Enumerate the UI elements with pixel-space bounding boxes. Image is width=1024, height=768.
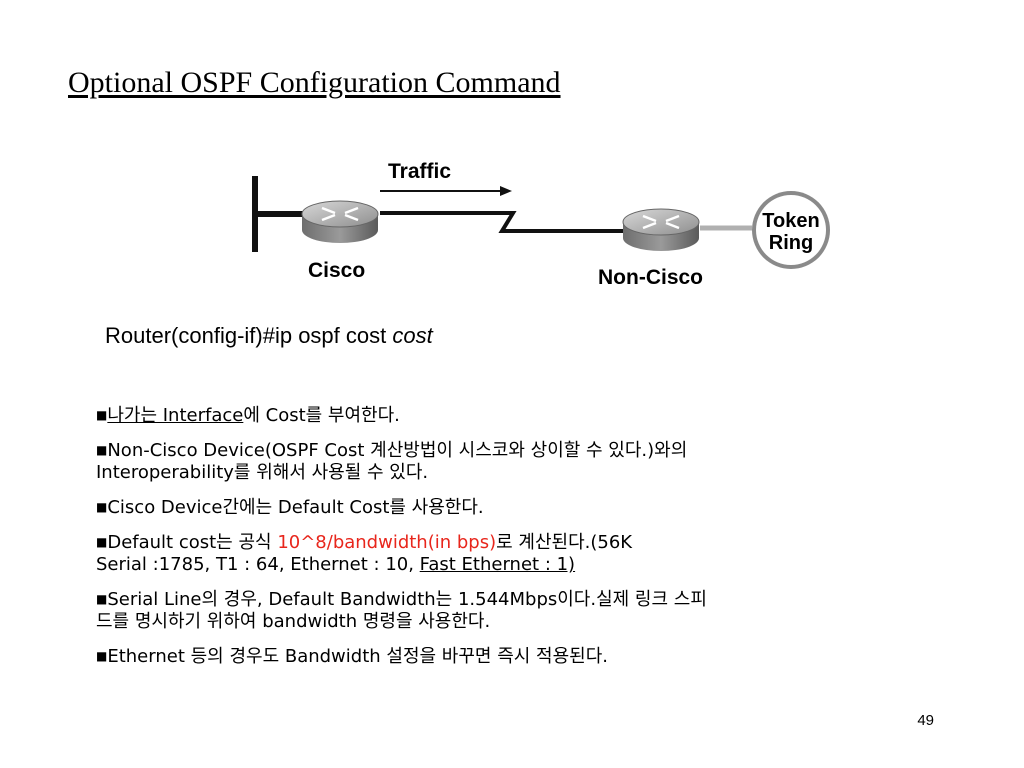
non-cisco-router-icon (622, 208, 700, 251)
bullet-text: Non-Cisco Device(OSPF Cost 계산방법이 시스코와 상이… (107, 440, 688, 461)
token-ring-label-line1: Token (762, 210, 819, 232)
bullet-mark: ■ (96, 592, 108, 606)
ethernet-segment (252, 176, 304, 252)
cisco-router-icon (301, 200, 379, 243)
bullet-mark: ■ (96, 443, 108, 457)
bullet-interoperability: ■Non-Cisco Device(OSPF Cost 계산방법이 시스코와 상… (96, 439, 976, 484)
traffic-arrow-icon (380, 186, 512, 196)
slide-title: Optional OSPF Configuration Command (68, 66, 561, 99)
bullet-underlined-text: Fast Ethernet : 1) (419, 554, 576, 575)
bullet-text: 에 Cost를 부여한다. (243, 405, 400, 426)
bullet-text-line2: Serial :1785, T1 : 64, Ethernet : 10, (96, 554, 420, 575)
bullet-text-line2: 드를 명시하기 위하여 bandwidth 명령을 사용한다. (96, 611, 491, 632)
bullet-default-cost-formula: ■Default cost는 공식 10^8/bandwidth(in bps)… (96, 531, 976, 576)
bullet-mark: ■ (96, 649, 108, 663)
bullet-underlined-text: 나가는 Interface (107, 405, 244, 426)
bullet-outgoing-interface: ■나가는 Interface에 Cost를 부여한다. (96, 404, 976, 427)
cisco-label: Cisco (308, 259, 365, 282)
serial-link (380, 211, 625, 233)
non-cisco-label: Non-Cisco (598, 266, 703, 289)
bullet-mark: ■ (96, 535, 108, 549)
bullet-cisco-default: ■Cisco Device간에는 Default Cost를 사용한다. (96, 496, 976, 519)
token-ring-label-line2: Ring (769, 232, 813, 254)
bullet-mark: ■ (96, 408, 108, 422)
bullet-serial-bandwidth: ■Serial Line의 경우, Default Bandwidth는 1.5… (96, 588, 976, 633)
bullet-text: Default cost는 공식 (107, 532, 278, 553)
bullet-text-line2: Interoperability를 위해서 사용될 수 있다. (96, 462, 429, 483)
command-argument: cost (392, 323, 433, 348)
traffic-label: Traffic (388, 160, 451, 183)
bullet-text: Serial Line의 경우, Default Bandwidth는 1.54… (107, 589, 707, 610)
network-diagram: Traffic Cisco Non-Cis (252, 160, 830, 289)
command-prefix: Router(config-if)#ip ospf cost (105, 323, 393, 348)
bullet-text: Ethernet 등의 경우도 Bandwidth 설정을 바꾸면 즉시 적용된… (107, 646, 608, 667)
bullet-mark: ■ (96, 500, 108, 514)
bullet-list: ■나가는 Interface에 Cost를 부여한다. ■Non-Cisco D… (96, 404, 976, 680)
bullet-text-suffix: 로 계산된다.(56K (496, 532, 633, 553)
bullet-ethernet-bandwidth: ■Ethernet 등의 경우도 Bandwidth 설정을 바꾸면 즉시 적용… (96, 645, 976, 668)
token-ring-icon: Token Ring (752, 191, 830, 269)
page-number: 49 (917, 712, 934, 729)
ospf-cost-command: Router(config-if)#ip ospf cost cost (105, 323, 433, 349)
bullet-text: Cisco Device간에는 Default Cost를 사용한다. (107, 497, 484, 518)
cost-formula: 10^8/bandwidth(in bps) (277, 532, 497, 553)
